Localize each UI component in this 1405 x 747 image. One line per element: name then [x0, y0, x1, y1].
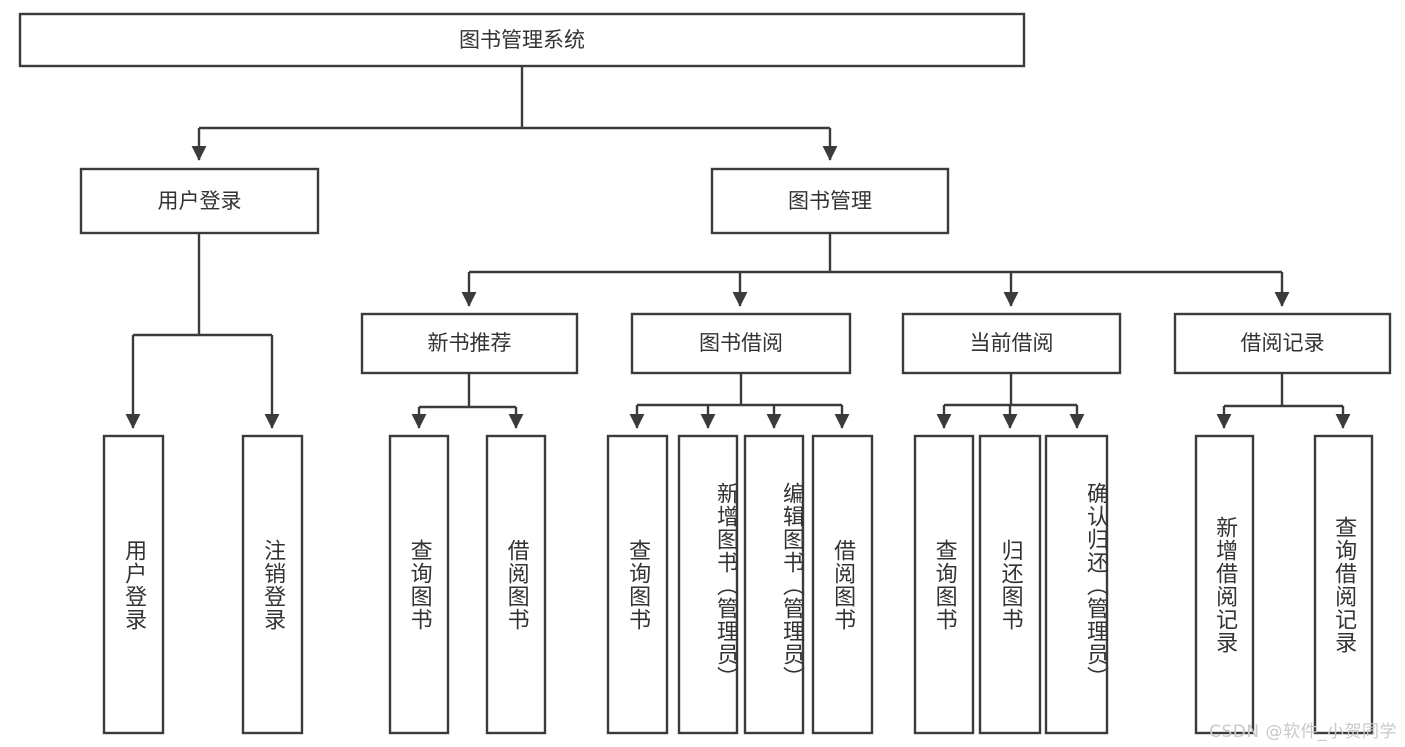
- node-current-borrow-label: 当前借阅: [970, 331, 1054, 355]
- node-book-borrow[interactable]: 图书借阅: [630, 312, 852, 375]
- node-root[interactable]: 图书管理系统: [18, 12, 1026, 68]
- csdn-watermark: CSDN @软件_小贺同学: [1209, 722, 1397, 742]
- node-borrow-record-box[interactable]: [1173, 312, 1392, 375]
- connector-book-borrow-to-leaves: [629, 373, 850, 429]
- leaf-return-book-box[interactable]: [978, 434, 1042, 735]
- leaf-query-book-current-box[interactable]: [913, 434, 975, 735]
- leaf-user-login-box[interactable]: [102, 434, 165, 735]
- node-current-borrow-box[interactable]: [901, 312, 1122, 375]
- node-book-management[interactable]: 图书管理: [710, 167, 950, 235]
- connector-current-borrow-to-leaves: [936, 373, 1085, 429]
- node-new-book-recommend-label: 新书推荐: [428, 331, 512, 355]
- leaf-add-book-box[interactable]: [677, 434, 739, 735]
- leaf-confirm-return-box[interactable]: [1044, 434, 1109, 735]
- node-new-book-recommend-box[interactable]: [360, 312, 579, 375]
- connector-book-management-to-level3: [461, 233, 1290, 307]
- leaf-boxes: [102, 434, 1374, 735]
- leaf-query-book-borrow-box[interactable]: [606, 434, 669, 735]
- connector-borrow-record-to-leaves: [1216, 373, 1351, 429]
- leaf-query-record-box[interactable]: [1313, 434, 1374, 735]
- node-book-borrow-label: 图书借阅: [699, 331, 783, 355]
- node-book-management-box[interactable]: [710, 167, 950, 235]
- node-root-box[interactable]: [18, 12, 1026, 68]
- node-borrow-record[interactable]: 借阅记录: [1173, 312, 1392, 375]
- connector-user-login-to-leaves: [125, 233, 280, 429]
- node-user-login-label: 用户登录: [158, 189, 242, 213]
- node-borrow-record-label: 借阅记录: [1241, 331, 1325, 355]
- connector-root-to-level2: [191, 66, 838, 161]
- node-book-borrow-box[interactable]: [630, 312, 852, 375]
- node-user-login[interactable]: 用户登录: [79, 167, 320, 235]
- node-book-management-label: 图书管理: [788, 189, 872, 213]
- node-current-borrow[interactable]: 当前借阅: [901, 312, 1122, 375]
- leaf-query-book-rec-box[interactable]: [388, 434, 450, 735]
- leaf-edit-book-box[interactable]: [743, 434, 805, 735]
- connector-new-book-recommend-to-leaves: [411, 373, 524, 429]
- leaf-add-record-box[interactable]: [1194, 434, 1255, 735]
- leaf-borrow-book-box[interactable]: [811, 434, 874, 735]
- leaf-user-logout-box[interactable]: [241, 434, 304, 735]
- node-new-book-recommend[interactable]: 新书推荐: [360, 312, 579, 375]
- node-root-label: 图书管理系统: [459, 28, 585, 52]
- leaf-borrow-book-rec-box[interactable]: [485, 434, 547, 735]
